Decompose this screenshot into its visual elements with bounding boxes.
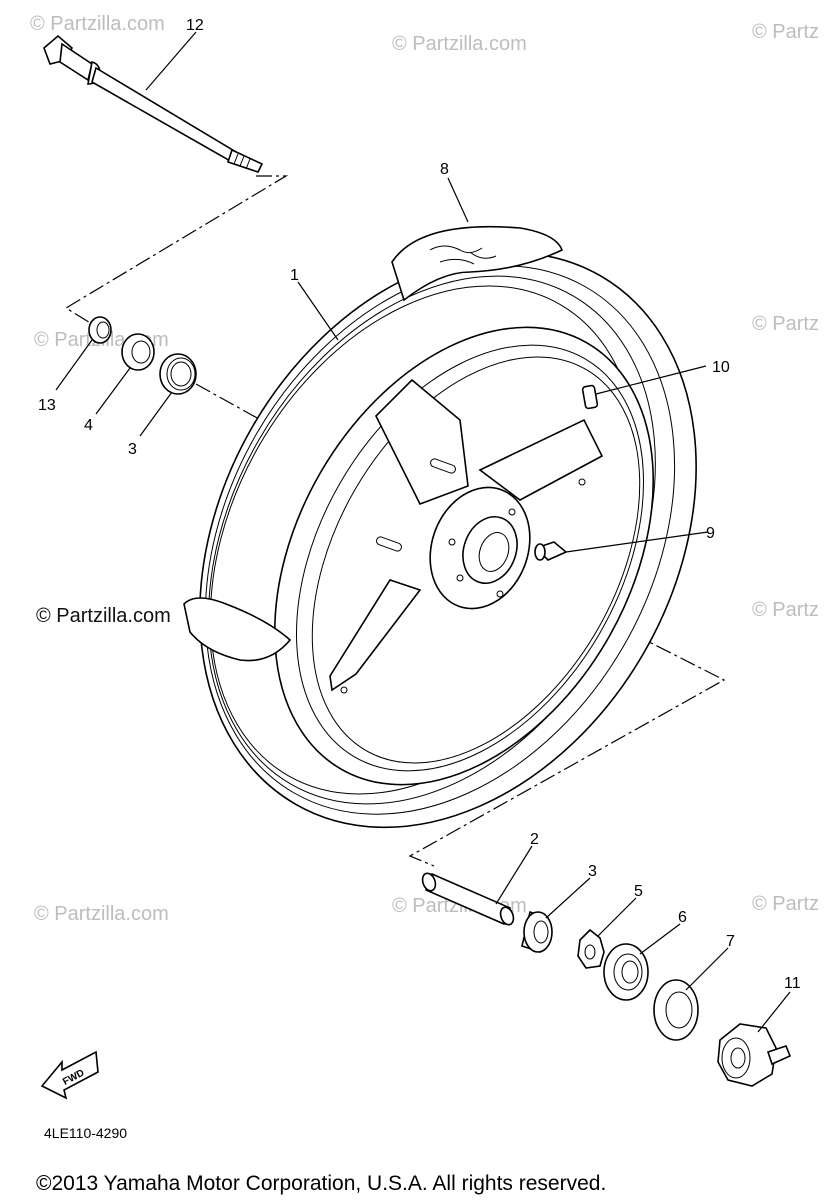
callout-12: 12 [186, 17, 204, 34]
part-collar-2 [421, 872, 515, 926]
watermark: © Partz [752, 893, 819, 915]
callout-13: 13 [38, 397, 56, 414]
callout-10: 10 [712, 359, 730, 376]
callout-1: 1 [290, 267, 299, 284]
part-bearing-7 [653, 979, 699, 1041]
part-collar-13 [88, 316, 112, 344]
part-oil-seal-4 [121, 333, 155, 371]
drawing-code: 4LE110-4290 [44, 1125, 127, 1141]
callout-11: 11 [784, 975, 801, 992]
callout-2: 2 [530, 831, 539, 848]
callout-4: 4 [84, 417, 93, 434]
watermark: © Partz [752, 599, 819, 621]
watermark: © Partzilla.com [392, 33, 527, 55]
watermark: © Partz [752, 21, 819, 43]
part-balance-weight [581, 384, 599, 410]
part-axle [43, 34, 264, 173]
copyright-notice: ©2013 Yamaha Motor Corporation, U.S.A. A… [36, 1172, 606, 1195]
part-bearing-3b [521, 910, 553, 954]
callout-3a: 3 [128, 441, 137, 458]
callout-labels: 1 2 3 3 4 5 6 7 8 9 10 11 12 13 [38, 17, 801, 992]
alignment-lines [64, 175, 726, 867]
watermark-dark: © Partzilla.com [36, 605, 171, 627]
part-oil-seal-6 [603, 943, 649, 1001]
callout-8: 8 [440, 161, 449, 178]
part-meter-gear-11 [717, 1023, 792, 1087]
callout-7: 7 [726, 933, 735, 950]
watermark: © Partzilla.com [34, 903, 169, 925]
wheel-tire-assembly [183, 225, 697, 829]
forward-arrow-icon: FWD [40, 1050, 99, 1100]
callout-6: 6 [678, 909, 687, 926]
part-bearing-3a [159, 353, 197, 395]
callout-9: 9 [706, 525, 715, 542]
watermark: © Partzilla.com [30, 13, 165, 35]
callout-3b: 3 [588, 863, 597, 880]
watermark: © Partz [752, 313, 819, 335]
callout-5: 5 [634, 883, 643, 900]
part-lock-washer-5 [577, 928, 605, 969]
leader-lines [55, 31, 791, 1033]
